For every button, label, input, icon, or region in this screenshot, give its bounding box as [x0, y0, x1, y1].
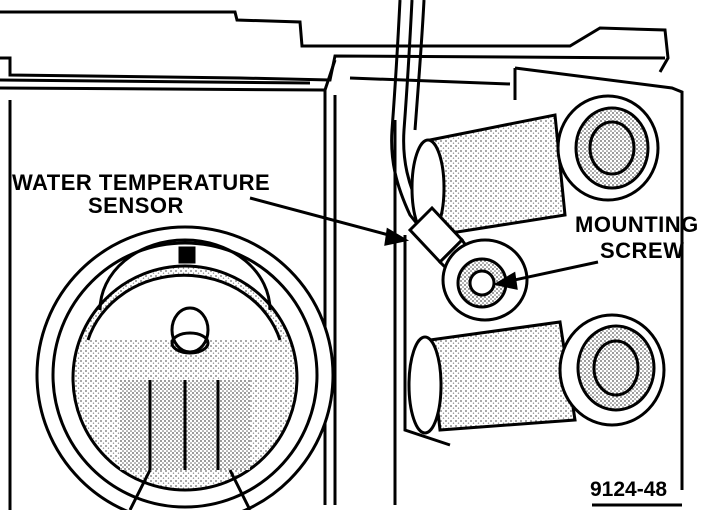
- sensor-leader-line: [249, 196, 401, 240]
- housing-frame: [0, 10, 670, 92]
- lower-hose: [407, 313, 666, 435]
- upper-hose: [410, 94, 660, 238]
- sensor-arrowhead: [384, 227, 410, 246]
- screw-arrowhead: [492, 271, 518, 290]
- mounting-bracket: [393, 66, 684, 507]
- sensor-label-line1: WATER TEMPERATURE: [12, 170, 270, 195]
- screw-label-line2: SCREW: [600, 238, 684, 263]
- screw-label-line1: MOUNTING: [575, 212, 699, 237]
- round-housing: [35, 225, 335, 510]
- sensor-label-line2: SENSOR: [88, 193, 184, 218]
- figure-id: 9124-48: [590, 478, 667, 501]
- leader-lines: [249, 196, 599, 290]
- screw-leader-line: [504, 260, 599, 284]
- left-panel: [8, 90, 337, 510]
